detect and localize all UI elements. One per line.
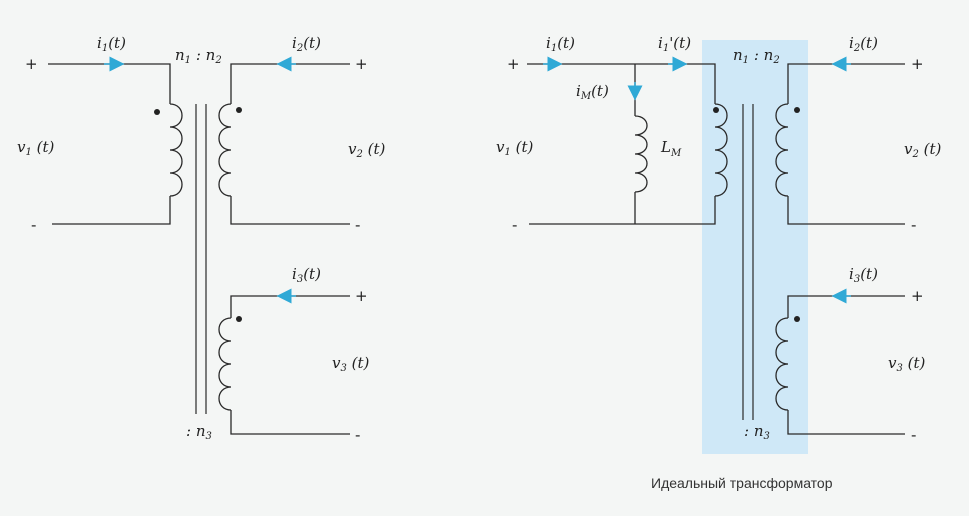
left-v1-minus: -	[31, 216, 36, 234]
right-v3-minus: -	[911, 426, 916, 444]
left-secondary2-top-wire	[230, 63, 350, 104]
left-secondary3-bottom-wire	[230, 410, 350, 435]
right-secondary3-dot	[794, 316, 800, 322]
right-secondary3-bottom-wire	[787, 410, 905, 435]
left-i3-label: i3(t)	[292, 265, 321, 285]
left-i2-label: i2(t)	[292, 34, 321, 54]
right-i1prime-label: i1'(t)	[658, 34, 691, 54]
right-secondary2-bottom-wire	[787, 196, 905, 225]
right-transformer: + - + - + - i1(t) i1'(t) iM(t) LM i2(t) …	[496, 34, 942, 491]
left-secondary2-bottom-wire	[230, 196, 350, 225]
left-v1-plus: +	[25, 55, 38, 73]
left-primary-bottom-wire	[52, 196, 171, 225]
right-i2-label: i2(t)	[849, 34, 878, 54]
left-v3-plus: +	[355, 287, 368, 305]
right-v1-label: v1 (t)	[496, 138, 534, 158]
ideal-transformer-caption: Идеальный трансформатор	[651, 475, 833, 491]
right-primary-coil	[714, 103, 728, 197]
right-v2-minus: -	[911, 216, 916, 234]
left-secondary3-coil	[218, 317, 232, 411]
right-secondary3-top-wire	[787, 295, 905, 318]
right-v2-plus: +	[911, 55, 924, 73]
right-primary-dot	[713, 107, 719, 113]
right-secondary2-top-wire	[787, 63, 905, 104]
left-primary-coil	[169, 103, 183, 197]
right-i3-label: i3(t)	[849, 265, 878, 285]
right-im-label: iM(t)	[576, 82, 609, 102]
left-turns-ratio-n1-n2: n1 : n2	[175, 46, 222, 66]
left-secondary3-dot	[236, 316, 242, 322]
right-v3-plus: +	[911, 287, 924, 305]
right-lm-coil	[634, 115, 648, 193]
left-v3-label: v3 (t)	[332, 354, 370, 374]
left-secondary2-coil	[218, 103, 232, 197]
left-v2-minus: -	[355, 216, 360, 234]
left-v1-label: v1 (t)	[17, 138, 55, 158]
left-turns-ratio-n3: : n3	[186, 422, 212, 442]
right-primary-bottom-wire	[529, 196, 716, 225]
left-primary-dot	[154, 109, 160, 115]
right-v2-label: v2 (t)	[904, 140, 942, 160]
right-secondary3-coil	[775, 317, 789, 411]
right-v1-minus: -	[512, 216, 517, 234]
left-v3-minus: -	[355, 426, 360, 444]
right-v3-label: v3 (t)	[888, 354, 926, 374]
left-transformer: + - + - + - i1(t) i2(t) i3(t) v1 (t) v2 …	[17, 34, 386, 444]
right-turns-ratio-n1-n2: n1 : n2	[733, 46, 780, 66]
right-primary-top-wire	[527, 63, 716, 104]
right-secondary2-dot	[794, 107, 800, 113]
right-lm-label: LM	[660, 138, 682, 159]
left-secondary2-dot	[236, 107, 242, 113]
ideal-transformer-highlight	[702, 40, 808, 454]
left-v2-label: v2 (t)	[348, 140, 386, 160]
right-turns-ratio-n3: : n3	[744, 422, 770, 442]
left-v2-plus: +	[355, 55, 368, 73]
right-secondary2-coil	[775, 103, 789, 197]
right-v1-plus: +	[507, 55, 520, 73]
left-primary-top-wire	[48, 63, 171, 104]
right-i1-label: i1(t)	[546, 34, 575, 54]
left-secondary3-top-wire	[230, 295, 350, 318]
left-i1-label: i1(t)	[97, 34, 126, 54]
